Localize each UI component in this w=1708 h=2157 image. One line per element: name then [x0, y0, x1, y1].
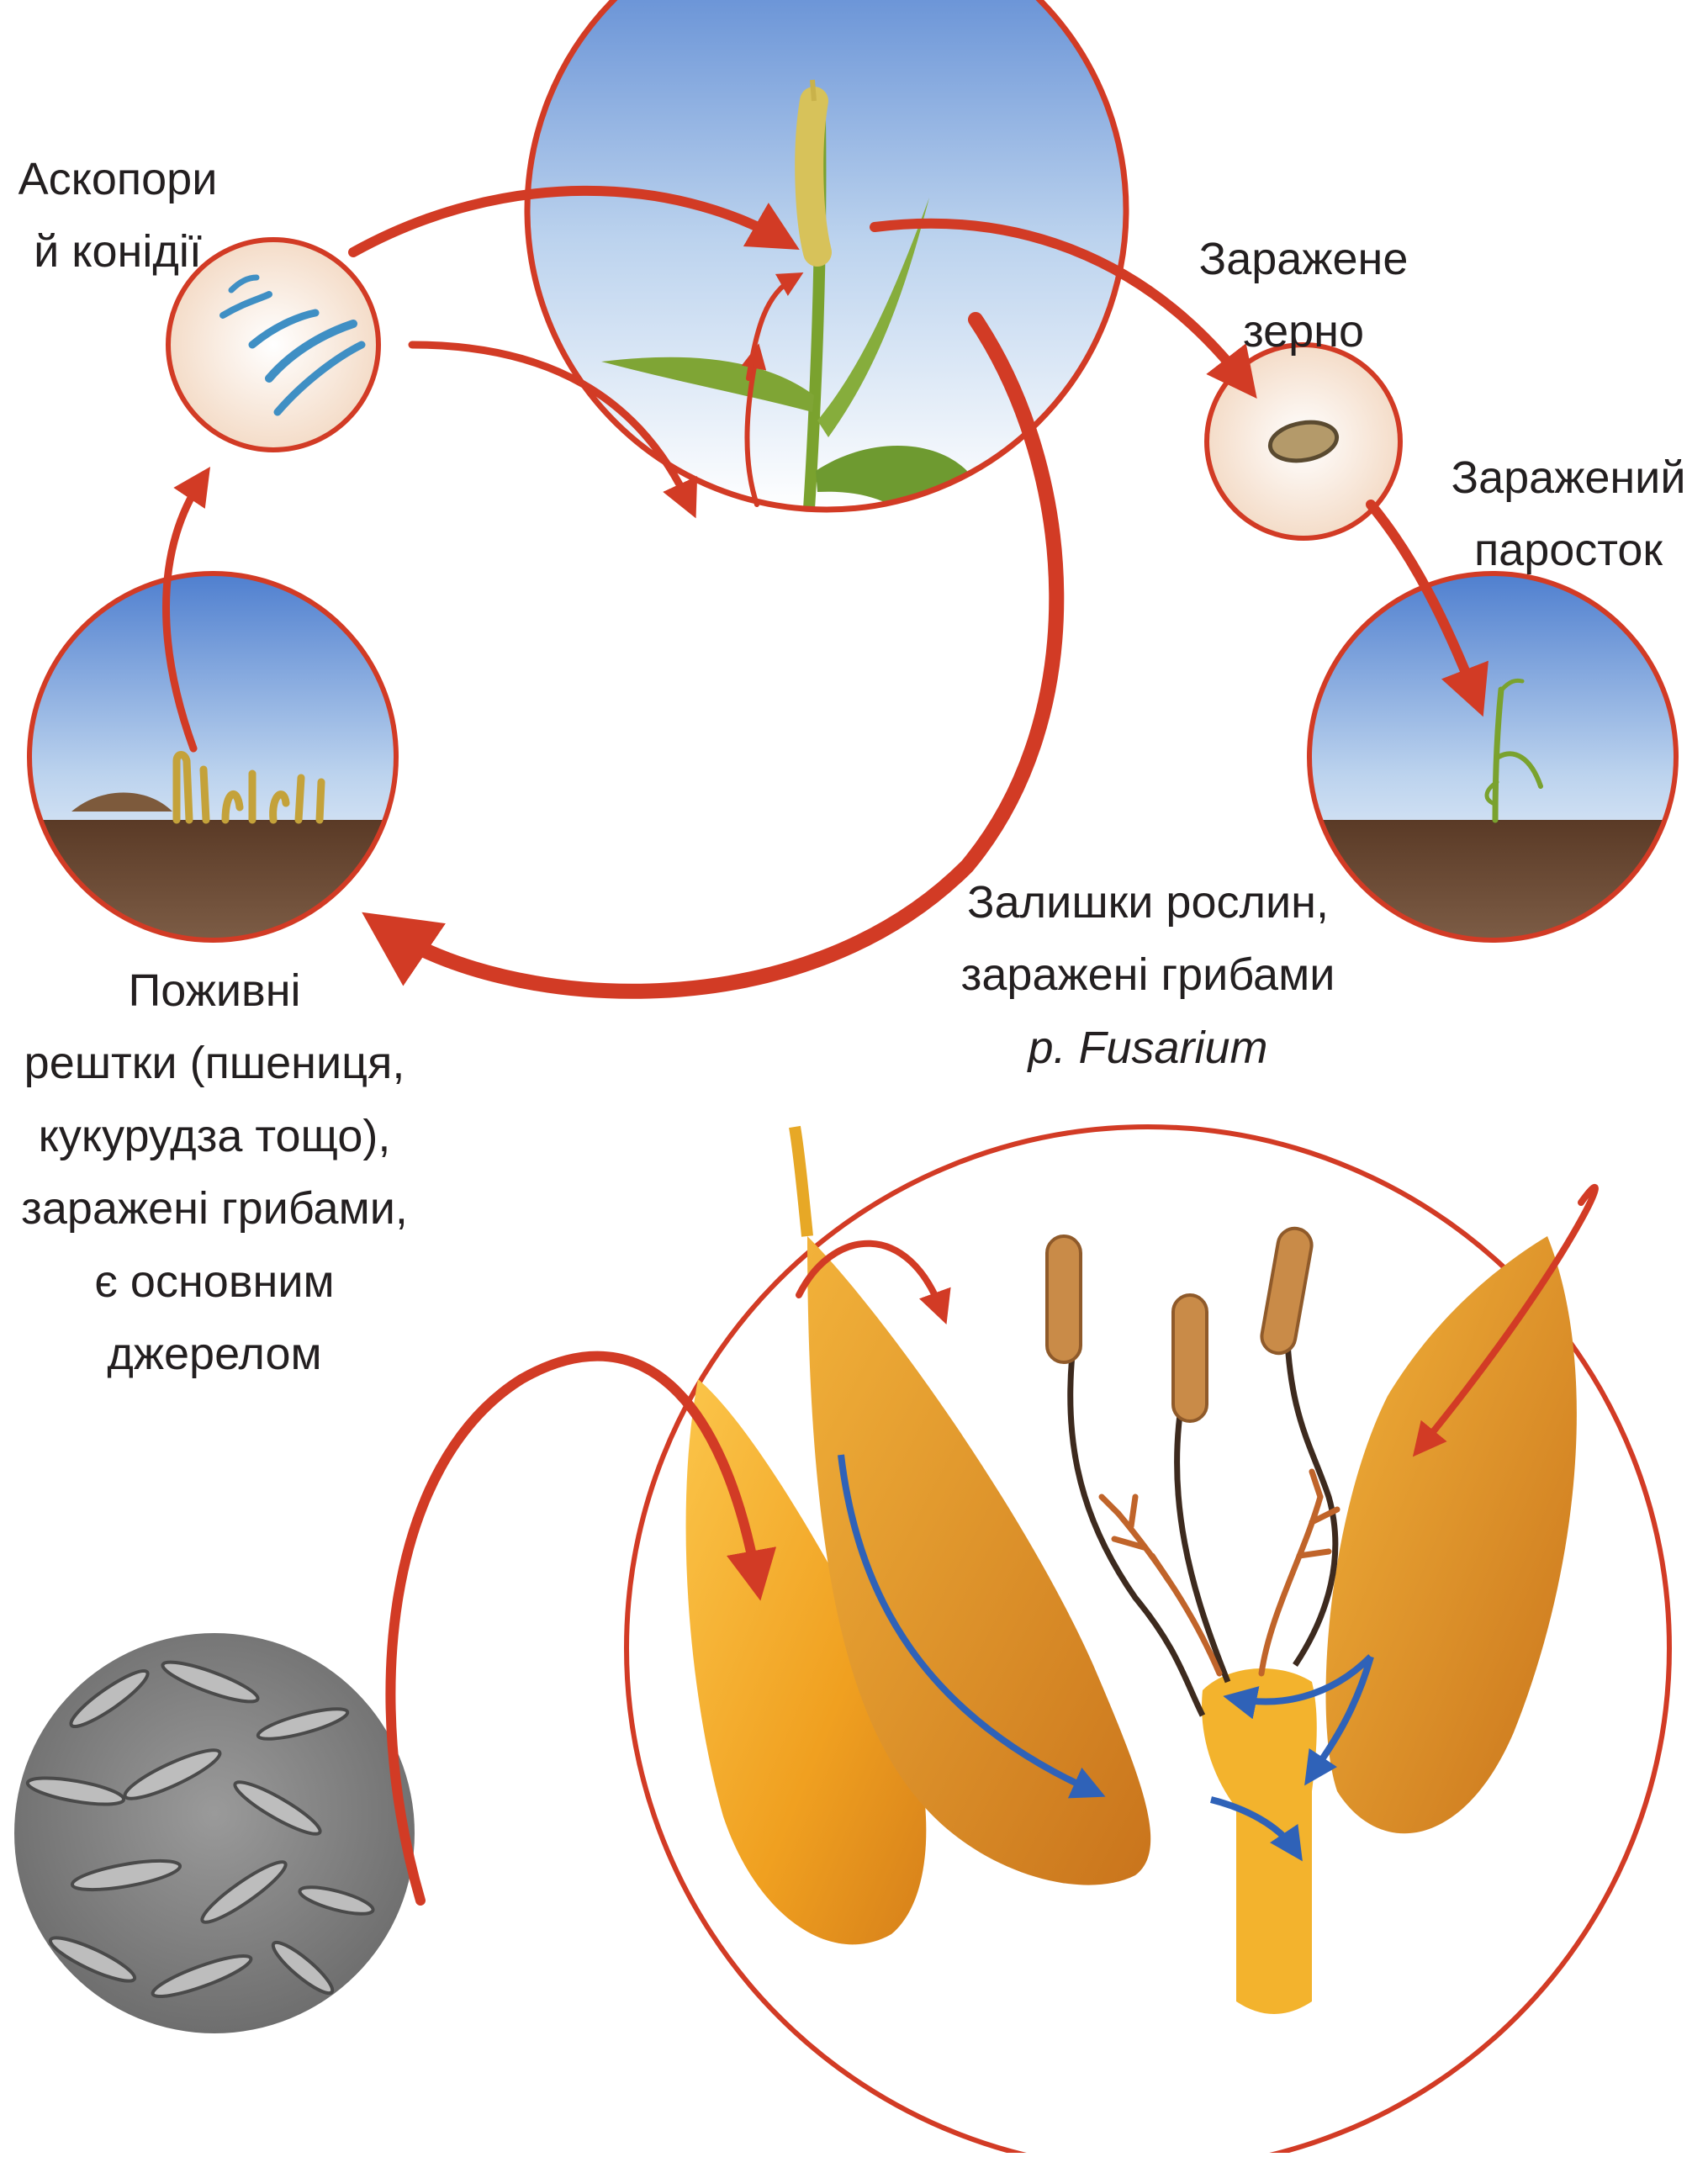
arrow-glume-curl-right [1412, 1183, 1599, 1457]
lifecycle-arrows [162, 185, 1599, 1906]
grain-icon [1267, 420, 1340, 463]
seedling-icon [1484, 678, 1543, 823]
label-ascospores: Аскопори й конідії [18, 154, 218, 278]
arrow-glume-curl-left [796, 1240, 951, 1325]
crop-stubble-icon [172, 751, 325, 824]
label-infected-grain: Заражене зерно [1198, 234, 1409, 357]
label-infected-sprout: Заражений паросток [1451, 452, 1686, 576]
label-nutrient-residues: Поживні рештки (пшениця, кукурудза тощо)… [21, 965, 408, 1379]
spore-dish-icon [219, 274, 366, 416]
arrow-grain-to-sprout [1366, 500, 1489, 717]
wheat-plant-circle [524, 0, 1129, 513]
arrow-spores-to-head [348, 185, 800, 257]
arrow-plant-to-stubble [362, 312, 1065, 999]
crop-stubble-circle [27, 571, 399, 943]
wheat-plant-icon [601, 79, 967, 510]
microscope-conidia-icon [25, 1660, 375, 1999]
microscope-conidia-circle [14, 1633, 415, 2033]
spore-dish-circle [166, 237, 381, 452]
arrow-micro-to-floret [385, 1351, 777, 1906]
arrow-inner-up-1 [741, 343, 767, 507]
arrow-stubble-to-spores [162, 467, 210, 753]
arrow-inner-up-2 [746, 272, 804, 381]
arrow-head-to-grain [870, 218, 1257, 399]
wheat-floret-circle [624, 1124, 1672, 2157]
label-plant-residues: Залишки рослин, заражені грибами р. Fusa… [960, 877, 1335, 1073]
arrow-spores-to-leaves [408, 341, 698, 519]
